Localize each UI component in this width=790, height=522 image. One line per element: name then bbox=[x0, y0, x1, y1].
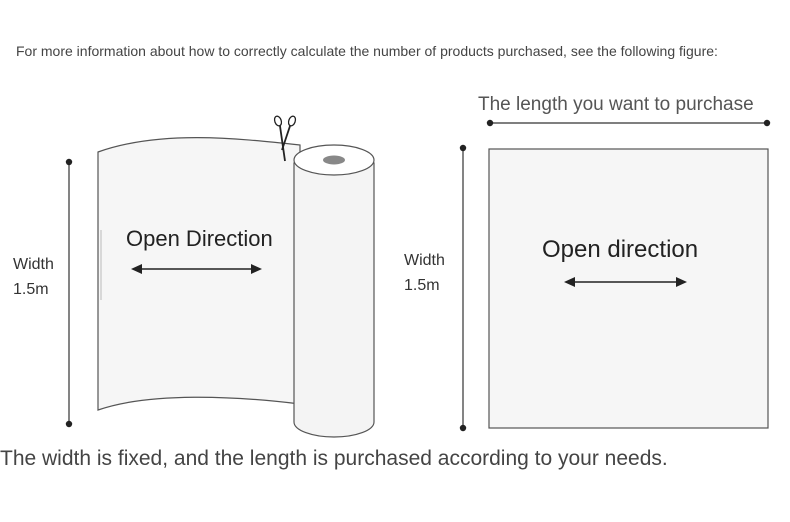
sheet-width-endpoint-bottom bbox=[459, 424, 467, 432]
roll-width-endpoint-top bbox=[65, 158, 73, 166]
intro-text: For more information about how to correc… bbox=[16, 43, 718, 59]
sheet-direction-label: Open direction bbox=[542, 236, 698, 263]
sheet-width-endpoint-top bbox=[459, 144, 467, 152]
sheet-length-endpoint-right bbox=[763, 119, 771, 127]
fabric-roll-illustration: Open Direction Width 1.5m bbox=[13, 115, 375, 438]
roll-width-value: 1.5m bbox=[13, 281, 49, 298]
sheet-direction-arrow bbox=[564, 277, 687, 287]
unrolled-fabric-sheet bbox=[97, 137, 301, 411]
fabric-roll-cylinder bbox=[293, 162, 375, 438]
sheet-length-label: The length you want to purchase bbox=[478, 94, 754, 115]
roll-width-endpoint-bottom bbox=[65, 420, 73, 428]
fabric-sheet-illustration: The length you want to purchase Open dir… bbox=[404, 94, 771, 432]
scissors-icon bbox=[273, 115, 297, 162]
roll-direction-arrow bbox=[131, 264, 262, 274]
flat-fabric-sheet bbox=[488, 148, 769, 429]
sheet-width-value: 1.5m bbox=[404, 277, 440, 294]
roll-direction-label: Open Direction bbox=[126, 226, 273, 251]
sheet-length-endpoint-left bbox=[486, 119, 494, 127]
sheet-width-label: Width bbox=[404, 252, 445, 269]
footer-text: The width is fixed, and the length is pu… bbox=[0, 447, 668, 470]
roll-core-hole bbox=[323, 155, 345, 165]
roll-width-label: Width bbox=[13, 256, 54, 273]
